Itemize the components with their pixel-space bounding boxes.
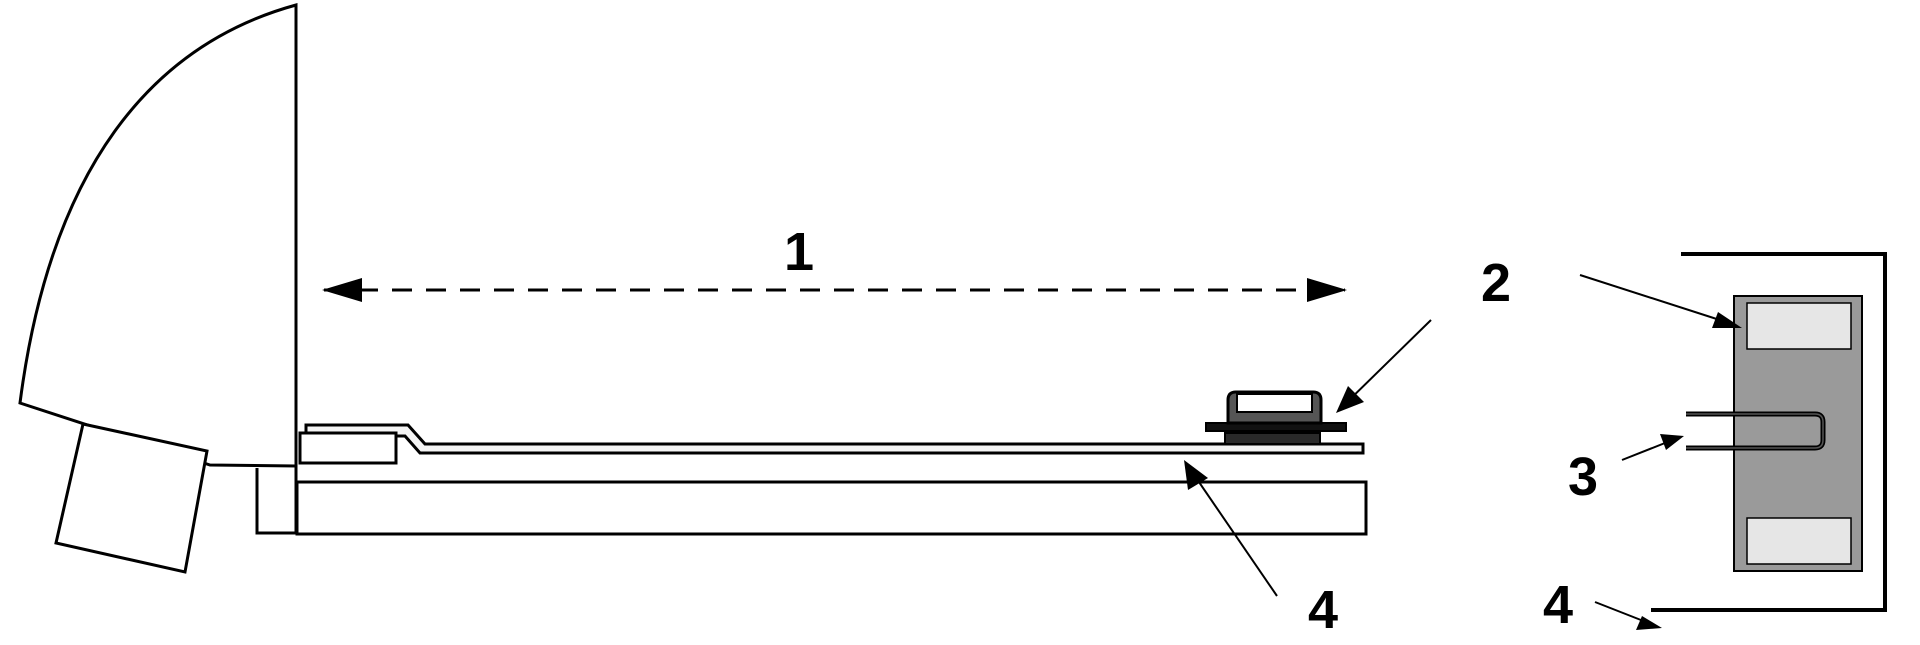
length-arrow-left bbox=[322, 278, 362, 302]
pad-leader bbox=[1579, 274, 1727, 323]
base-board bbox=[295, 480, 1368, 536]
component-base-plate bbox=[1224, 432, 1321, 445]
label-wire: 3 bbox=[1568, 447, 1598, 507]
pad-leader-arrowhead bbox=[1712, 312, 1742, 328]
strip-leader-arrowhead bbox=[1184, 460, 1208, 490]
component-cap-inner bbox=[1236, 393, 1313, 413]
detail-pad-bottom bbox=[1746, 517, 1852, 565]
housing-lamp-block bbox=[54, 422, 209, 574]
frame-leader bbox=[1594, 601, 1647, 623]
detail-frame bbox=[1651, 252, 1887, 612]
strip-connector bbox=[298, 431, 398, 465]
wire-leader-arrowhead bbox=[1660, 434, 1684, 450]
flex-strip bbox=[304, 423, 1365, 455]
component-leader-arrowhead bbox=[1336, 386, 1364, 413]
frame-leader-arrowhead bbox=[1636, 616, 1662, 630]
strip-leader bbox=[1187, 465, 1278, 597]
label-length: 1 bbox=[784, 222, 814, 282]
housing-cap bbox=[18, 3, 298, 468]
detail-wire-loop-inner bbox=[1686, 413, 1824, 449]
detail-pad-top bbox=[1746, 302, 1852, 350]
label-strip-detail: 4 bbox=[1543, 575, 1573, 635]
housing-foot bbox=[255, 468, 296, 535]
wire-leader bbox=[1621, 440, 1671, 461]
label-strip: 4 bbox=[1308, 580, 1338, 640]
length-arrow-right bbox=[1307, 278, 1347, 302]
label-component: 2 bbox=[1481, 253, 1511, 313]
